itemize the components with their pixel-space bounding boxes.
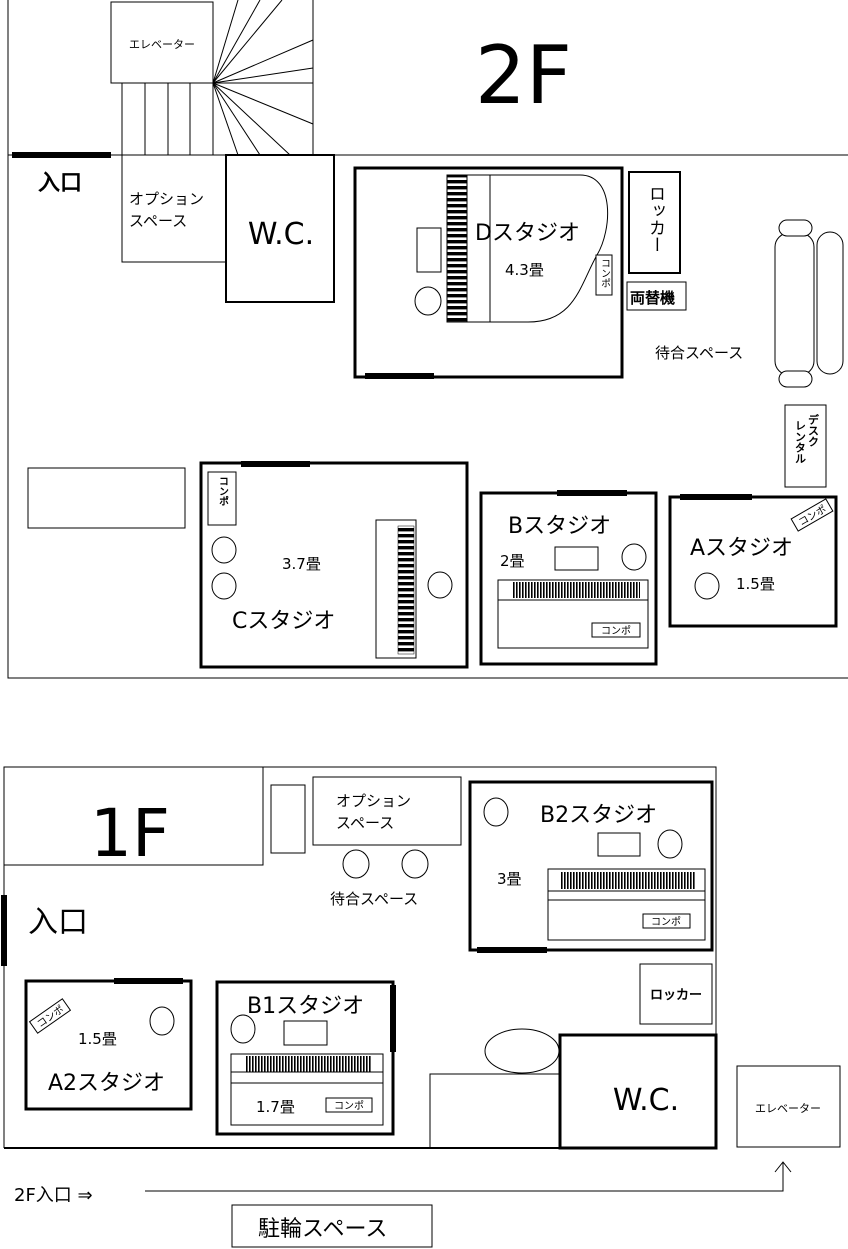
combo-label: コンポ xyxy=(601,625,631,637)
studio-size: 1.7畳 xyxy=(256,1098,295,1116)
studio-a2: コンポ 1.5畳 A2スタジオ xyxy=(24,978,193,1111)
stool xyxy=(401,849,429,879)
floor-2f: 2F エレベーター 入口 オプション スペース W.C. xyxy=(7,0,848,679)
rental-desk: レンタル デスク xyxy=(784,404,827,488)
locker-2f: ロッカー xyxy=(628,171,681,274)
sofa xyxy=(774,219,844,388)
studio-size: 1.5畳 xyxy=(736,575,775,593)
entrance-label-2f: 入口 xyxy=(38,171,82,196)
floor-1f: 1F オプション スペース 待合スペース 入口 B2スタジオ 3畳 コンポ xyxy=(1,766,841,1150)
elevator-2f: エレベーター xyxy=(110,1,214,84)
elevator-label: エレベーター xyxy=(755,1102,821,1115)
studio-name: Aスタジオ xyxy=(690,536,793,561)
floor-title-1f: 1F xyxy=(90,795,170,872)
studio-size: 3畳 xyxy=(497,870,522,888)
table xyxy=(416,227,442,273)
studio-b1: B1スタジオ 1.7畳 コンポ xyxy=(215,980,396,1136)
wc-1f: W.C. xyxy=(558,1033,718,1150)
option-space-label: スペース xyxy=(129,212,187,230)
change-machine-label: 両替機 xyxy=(630,289,675,307)
keyboard xyxy=(497,579,649,649)
keyboard xyxy=(547,868,706,941)
elevator-label: エレベーター xyxy=(129,38,195,51)
route-arrow-icon xyxy=(145,1161,792,1192)
building-outline-2f xyxy=(7,0,848,679)
studio-name: B1スタジオ xyxy=(247,994,364,1019)
option-space-label: スペース xyxy=(336,814,394,832)
option-space-2f: オプション スペース xyxy=(121,154,227,263)
studio-size: 2畳 xyxy=(500,552,525,570)
desk-label: デスク xyxy=(807,413,820,447)
bike-parking xyxy=(231,1204,433,1248)
studio-size: 3.7畳 xyxy=(282,555,321,573)
studio-name: B2スタジオ xyxy=(540,803,657,828)
counter xyxy=(429,1073,561,1149)
option-space-label: オプション xyxy=(129,190,204,208)
studio-a: コンポ Aスタジオ 1.5畳 xyxy=(668,494,838,628)
entrance-2f-label: 2F入口 ⇒ xyxy=(14,1185,93,1206)
combo-label: コンポ xyxy=(334,1100,364,1112)
bike-parking-label: 駐輪スペース xyxy=(258,1217,387,1242)
entrance-label-1f: 入口 xyxy=(28,905,88,940)
studio-name: Dスタジオ xyxy=(475,221,580,246)
combo-label: コンポ xyxy=(599,258,611,288)
combo-label: コンポ xyxy=(651,916,681,928)
floor-title-2f: 2F xyxy=(475,29,572,122)
wc-label: W.C. xyxy=(613,1083,679,1118)
stool xyxy=(342,849,370,879)
piano-keys xyxy=(446,174,468,323)
shelf xyxy=(270,784,306,854)
option-space-label: オプション xyxy=(336,792,411,810)
studio-name: Bスタジオ xyxy=(508,514,611,539)
waiting-space-label: 待合スペース xyxy=(330,890,418,908)
rental-label: レンタル xyxy=(794,420,807,464)
grand-piano xyxy=(446,174,609,323)
combo-label: コンポ xyxy=(217,476,229,506)
studio-size: 1.5畳 xyxy=(78,1030,117,1048)
studio-d: Dスタジオ 4.3畳 コンポ xyxy=(353,166,624,379)
elevator-1f: エレベーター xyxy=(736,1065,841,1148)
table-oval xyxy=(484,1028,560,1074)
studio-b2: B2スタジオ 3畳 コンポ xyxy=(468,780,714,953)
locker-label: ロッカー xyxy=(645,185,665,253)
wc-2f: W.C. xyxy=(225,154,335,303)
keyboard xyxy=(230,1053,384,1126)
studio-name: Cスタジオ xyxy=(232,609,335,634)
keyboard xyxy=(375,519,417,659)
outside: 2F入口 ⇒ 駐輪スペース xyxy=(14,1161,792,1248)
studio-size: 4.3畳 xyxy=(505,261,544,279)
wc-label: W.C. xyxy=(248,217,314,252)
option-space-1f: オプション スペース xyxy=(312,776,462,846)
change-machine: 両替機 xyxy=(626,281,687,311)
studio-name: A2スタジオ xyxy=(48,1071,165,1096)
stool xyxy=(414,286,442,316)
waiting-space-label: 待合スペース xyxy=(655,344,743,362)
studio-b: Bスタジオ 2畳 コンポ xyxy=(479,490,658,666)
locker-1f: ロッカー xyxy=(639,963,713,1025)
staircase xyxy=(121,0,314,156)
locker-label: ロッカー xyxy=(650,988,702,1003)
studio-c: コンポ 3.7畳 Cスタジオ xyxy=(199,461,469,669)
counter xyxy=(27,467,186,529)
